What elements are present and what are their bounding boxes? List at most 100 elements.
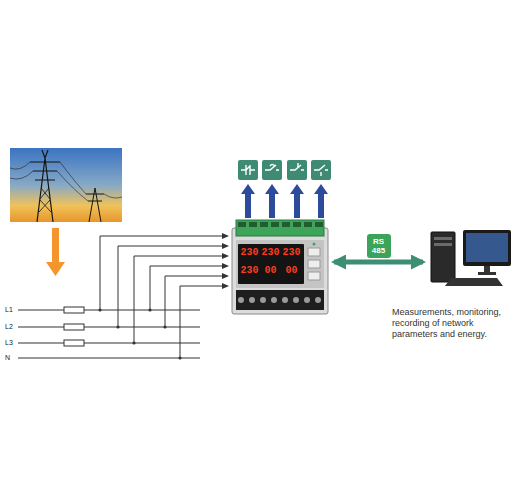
cable	[10, 171, 33, 179]
wire	[150, 266, 224, 310]
node-shape	[425, 228, 515, 288]
switch-symbol	[314, 165, 328, 176]
drive-bay	[434, 243, 452, 246]
cable	[10, 162, 30, 169]
protocol-badge: RS 485	[367, 234, 391, 258]
cable	[104, 194, 122, 198]
phase-line	[18, 327, 200, 328]
wire	[134, 256, 224, 343]
relay-icon	[287, 160, 307, 180]
phase-line	[18, 310, 200, 311]
display-reading: 230	[281, 247, 302, 259]
screw	[238, 297, 244, 303]
switch-symbol	[290, 163, 304, 170]
junction-dot	[163, 325, 166, 328]
arrowhead	[222, 233, 229, 239]
display-reading: 230	[239, 247, 260, 259]
terminal-slot	[249, 222, 257, 227]
relay-icon	[238, 160, 258, 180]
phase-line	[18, 343, 200, 344]
terminal-block	[236, 220, 324, 236]
output-arrow	[241, 184, 255, 218]
screw	[315, 297, 321, 303]
relay-icon	[262, 160, 282, 180]
output-arrow	[314, 184, 328, 218]
pylon-lattice	[39, 188, 51, 212]
arrowhead	[222, 283, 229, 289]
terminal-slot	[238, 222, 246, 227]
screen	[466, 233, 508, 262]
screw	[304, 297, 310, 303]
switch-symbol	[265, 165, 279, 171]
supply-arrow	[46, 228, 65, 276]
fuses	[64, 307, 84, 346]
fuse-symbol	[64, 340, 84, 346]
terminal-slot	[282, 222, 290, 227]
screw	[293, 297, 299, 303]
cable	[60, 162, 86, 194]
terminal-slot	[293, 222, 301, 227]
wire	[100, 236, 224, 310]
phase-label: L3	[5, 338, 13, 348]
pylon-arms	[30, 162, 60, 180]
cables	[10, 162, 122, 201]
junction-dot	[178, 356, 181, 359]
front-panel	[236, 240, 324, 288]
monitor-stand	[484, 266, 490, 272]
arrowhead	[222, 243, 229, 249]
neutral-line	[18, 358, 200, 359]
meter-body	[232, 228, 328, 314]
relay-icon	[311, 160, 331, 180]
pc-tower	[431, 232, 455, 282]
relay-outputs	[238, 160, 331, 180]
phase-label: L2	[5, 322, 13, 332]
wire	[180, 286, 224, 358]
caption-text: Measurements, monitoring, recording of n…	[392, 307, 516, 340]
power-line-photo	[10, 148, 122, 222]
energy-meter: 2302302302300000	[228, 218, 332, 316]
display-reading: 230	[239, 265, 260, 277]
fuse-symbol	[64, 307, 84, 313]
junction-dot	[132, 341, 135, 344]
meter-button	[308, 248, 320, 256]
output-arrow	[290, 184, 304, 218]
display-reading: 00	[281, 265, 302, 277]
pylon	[30, 150, 104, 222]
cable	[57, 171, 88, 201]
phase-lines	[18, 310, 200, 358]
screw	[271, 297, 277, 303]
arrowhead	[222, 273, 229, 279]
small-pylon	[86, 188, 104, 222]
communication-arrow	[334, 260, 423, 265]
output-arrow	[265, 184, 279, 218]
display-window	[238, 244, 304, 284]
arrowhead	[222, 253, 229, 259]
monitor	[463, 230, 511, 266]
keyboard	[445, 278, 503, 286]
computer: Measurements, monitoring, recording of n…	[425, 228, 515, 288]
terminal-slot	[315, 222, 323, 227]
meter-button	[308, 272, 320, 280]
drive-bay	[434, 237, 452, 240]
phase-label: L1	[5, 305, 13, 315]
terminal-slot	[271, 222, 279, 227]
wire	[165, 276, 224, 327]
monitor-base	[478, 272, 496, 275]
fuse-symbol	[64, 324, 84, 330]
pylon-legs	[37, 150, 53, 222]
screw	[260, 297, 266, 303]
arrowhead	[222, 263, 229, 269]
screw	[282, 297, 288, 303]
phase-label: N	[5, 353, 10, 363]
display-reading: 00	[260, 265, 281, 277]
meter-wires	[100, 236, 224, 358]
output-arrows	[241, 184, 328, 218]
junction-dot	[98, 308, 101, 311]
screw-terminals	[236, 290, 324, 310]
status-led	[313, 243, 316, 246]
contact-symbol	[241, 165, 255, 175]
wire-arrowheads	[98, 233, 229, 360]
meter-button	[308, 260, 320, 268]
